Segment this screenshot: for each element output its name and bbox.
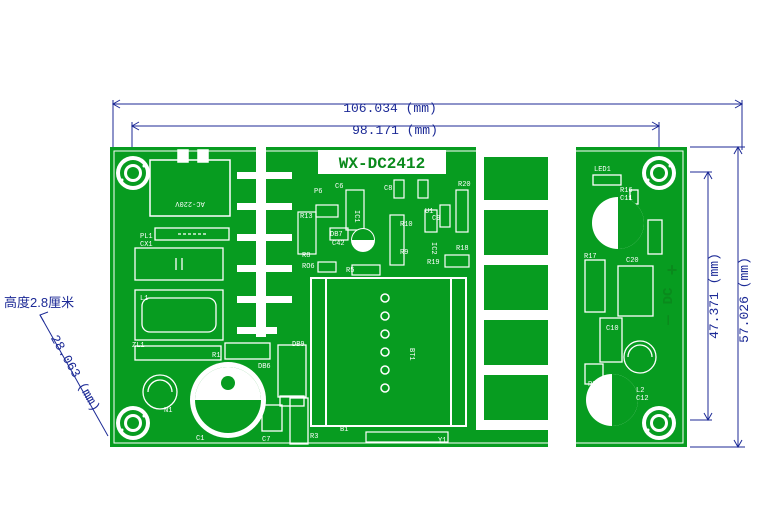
component-label-n1: N1 (164, 407, 172, 415)
component-label-r13: R13 (300, 213, 313, 221)
ac-connector-label: AC-220V (174, 199, 204, 207)
component-label-r10: R10 (400, 221, 413, 229)
hole-spacing-width-label: 98.171 (mm) (352, 123, 438, 138)
component-label-c9: C9 (432, 215, 440, 223)
component-label-c6: C6 (335, 183, 343, 191)
component-label-r20: R20 (458, 181, 471, 189)
component-label-cx1: CX1 (140, 241, 153, 249)
transformer-bt1 (310, 277, 467, 427)
overall-height-label: 57.026 (mm) (737, 257, 752, 343)
component-label-l2: L2 (636, 387, 644, 395)
component-label-c10: C10 (606, 325, 619, 333)
input-filter-parts (134, 227, 309, 445)
component-label-l1: L1 (140, 295, 148, 303)
component-label-led1: LED1 (594, 166, 611, 174)
component-label-o2: O2 (510, 205, 518, 213)
component-label-zl1: ZL1 (132, 342, 145, 350)
component-label-r5: R5 (346, 267, 354, 275)
capacitor-c12 (586, 374, 638, 426)
component-label-r19: R19 (427, 259, 440, 267)
capacitor-c42 (351, 228, 375, 252)
component-label-p6: P6 (314, 188, 322, 196)
dc-label: DC (661, 287, 677, 304)
title-box (318, 150, 446, 174)
component-label-c7: C7 (262, 436, 270, 444)
component-label-r8: R8 (302, 252, 310, 260)
hole-spacing-height-label: 47.371 (mm) (707, 253, 722, 339)
component-label-r9: R9 (400, 249, 408, 257)
right-heatsink (476, 147, 576, 447)
board-title: WX-DC2412 (339, 155, 425, 173)
component-label-ic1: IC1 (352, 210, 360, 223)
component-label-pl1: PL1 (140, 233, 153, 241)
capacitor-c1 (190, 362, 266, 438)
component-label-u1: U1 (425, 208, 433, 216)
capacitor-c11 (592, 197, 644, 249)
component-label-r3: R3 (310, 433, 318, 441)
component-label-r17: R17 (584, 253, 597, 261)
component-label-c20: C20 (626, 257, 639, 265)
output-parts (584, 174, 663, 385)
component-label-y1: Y1 (438, 437, 446, 445)
component-label-c11: C11 (620, 195, 633, 203)
component-label-db7: DB7 (330, 231, 343, 239)
board-height-note: 高度2.8厘米 (4, 295, 75, 310)
component-label-r21: R21 (588, 381, 601, 389)
component-label-b1: B1 (340, 426, 348, 434)
component-label-r18: R18 (456, 245, 469, 253)
component-label-c8: C8 (384, 185, 392, 193)
component-label-db6: DB6 (258, 363, 271, 371)
left-heatsink (237, 147, 292, 337)
component-label-c12: C12 (636, 395, 649, 403)
component-label-r1: R1 (212, 352, 220, 360)
dc-minus: — (659, 315, 677, 326)
overall-width-label: 106.034 (mm) (343, 101, 437, 116)
component-label-r16: R16 (620, 187, 633, 195)
component-label-ro6: RO6 (302, 263, 315, 271)
dc-plus: + (667, 262, 678, 282)
dimension-lines (39, 99, 745, 449)
component-label-c42: C42 (332, 240, 345, 248)
ac-connector (149, 149, 231, 217)
mounting-holes (116, 156, 676, 440)
component-label-ic2: IC2 (429, 242, 437, 255)
control-parts (297, 179, 470, 443)
component-label-db9: DB9 (292, 341, 305, 349)
hole-edge-offset-label: 28.063 (mm) (47, 332, 103, 414)
component-label-bt1: BT1 (407, 348, 415, 361)
component-label-c1: C1 (196, 435, 204, 443)
